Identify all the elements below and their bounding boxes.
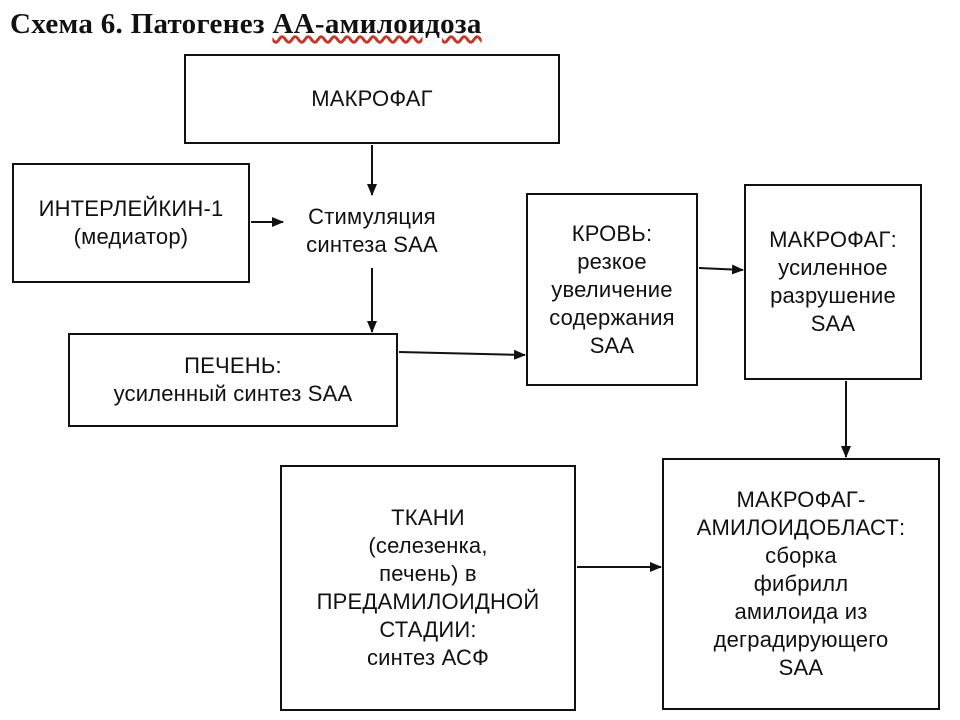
diagram-title: Схема 6. Патогенез АА-амилоидоза bbox=[10, 8, 482, 41]
node-amyloidoblast-text: МАКРОФАГ- АМИЛОИДОБЛАСТ: сборка фибрилл … bbox=[696, 487, 906, 680]
node-tissues: ТКАНИ (селезенка, печень) в ПРЕДАМИЛОИДН… bbox=[280, 465, 576, 711]
node-stimulation-text: Стимуляция синтеза SAA bbox=[306, 204, 438, 257]
node-tissues-text: ТКАНИ (селезенка, печень) в ПРЕДАМИЛОИДН… bbox=[316, 505, 540, 670]
node-stimulation: Стимуляция синтеза SAA bbox=[282, 196, 462, 266]
title-underlined: АА-амилоидоза bbox=[272, 8, 482, 40]
node-macrophage-top: МАКРОФАГ bbox=[184, 54, 560, 144]
node-liver: ПЕЧЕНЬ: усиленный синтез SAA bbox=[68, 333, 398, 427]
node-blood: КРОВЬ: резкое увеличение содержания SAA bbox=[526, 193, 698, 386]
arrow-liver-to-blood bbox=[398, 349, 526, 360]
node-interleukin: ИНТЕРЛЕЙКИН-1 (медиатор) bbox=[12, 163, 250, 283]
node-blood-text: КРОВЬ: резкое увеличение содержания SAA bbox=[549, 220, 675, 358]
node-macrophage-destroy: МАКРОФАГ: усиленное разрушение SAA bbox=[744, 184, 922, 380]
arrow-blood-to-macrophage bbox=[698, 264, 744, 275]
node-macrophage-top-text: МАКРОФАГ bbox=[311, 86, 433, 111]
title-prefix: Схема 6. Патогенез bbox=[10, 8, 273, 40]
node-macrophage-destroy-text: МАКРОФАГ: усиленное разрушение SAA bbox=[769, 227, 897, 336]
node-amyloidoblast: МАКРОФАГ- АМИЛОИДОБЛАСТ: сборка фибрилл … bbox=[662, 458, 940, 710]
node-liver-text: ПЕЧЕНЬ: усиленный синтез SAA bbox=[113, 353, 353, 406]
node-interleukin-text: ИНТЕРЛЕЙКИН-1 (медиатор) bbox=[38, 196, 224, 249]
